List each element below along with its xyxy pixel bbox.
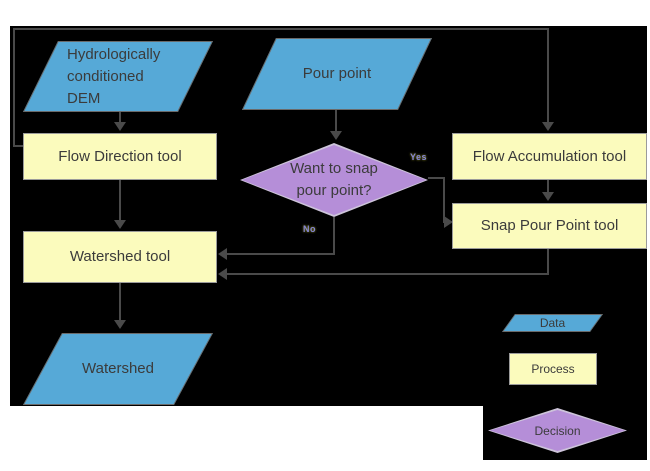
node-want-to-snap-decision: Want to snap pour point? [240,143,428,217]
connector-dem-to-flowdir [119,112,121,123]
node-flow-accumulation-tool: Flow Accumulation tool [452,133,647,180]
node-label: Watershed [82,360,154,377]
arrowhead-into-flow-accumulation [542,122,554,131]
connector-flowdir-to-flowacc [13,28,549,30]
connector-flowdir-to-watershedtool [119,180,121,221]
arrowhead-into-decision [330,131,342,140]
arrowhead-into-watershed [114,320,126,329]
edge-label-no: No [303,224,316,234]
connector-yes-branch [428,177,445,179]
node-watershed: Watershed [22,333,213,405]
node-flow-direction-tool: Flow Direction tool [23,133,217,180]
arrowhead-into-flow-direction [114,122,126,131]
node-hydrologically-conditioned-dem: Hydrologically conditioned DEM [22,41,213,112]
connector-flowacc-to-snap [547,180,549,193]
legend-label: Decision [534,423,581,438]
connector-flowdir-to-flowacc [13,28,15,147]
node-snap-pour-point-tool: Snap Pour Point tool [452,203,647,249]
edge-label-yes: Yes [410,152,428,162]
node-label: Want to snap pour point? [290,160,378,199]
arrowhead-no-into-watershed-tool [218,248,227,260]
connector-no-branch [226,253,335,255]
legend-decision: Decision [488,408,627,453]
node-label: Pour point [302,65,372,82]
connector-no-branch [333,217,335,255]
legend-process: Process [509,353,597,385]
connector-watershedtool-to-watershed [119,283,121,321]
connector-flowdir-to-flowacc [13,145,24,147]
legend-label: Data [539,316,566,330]
connector-snap-to-watershedtool [226,273,549,275]
connector-flowdir-to-flowacc [547,28,549,123]
legend-data: Data [502,314,603,332]
connector-snap-to-watershedtool [547,249,549,275]
node-pour-point: Pour point [241,38,432,110]
arrowhead-into-snap-pour-point [542,192,554,201]
arrowhead-yes-into-snap [444,216,453,228]
arrowhead-into-watershed-tool [114,220,126,229]
arrowhead-snap-into-watershed-tool [218,268,227,280]
connector-pourpoint-to-decision [335,110,337,132]
node-label: Hydrologically conditioned DEM [67,46,161,107]
node-watershed-tool: Watershed tool [23,231,217,283]
connector-yes-branch [443,177,445,223]
